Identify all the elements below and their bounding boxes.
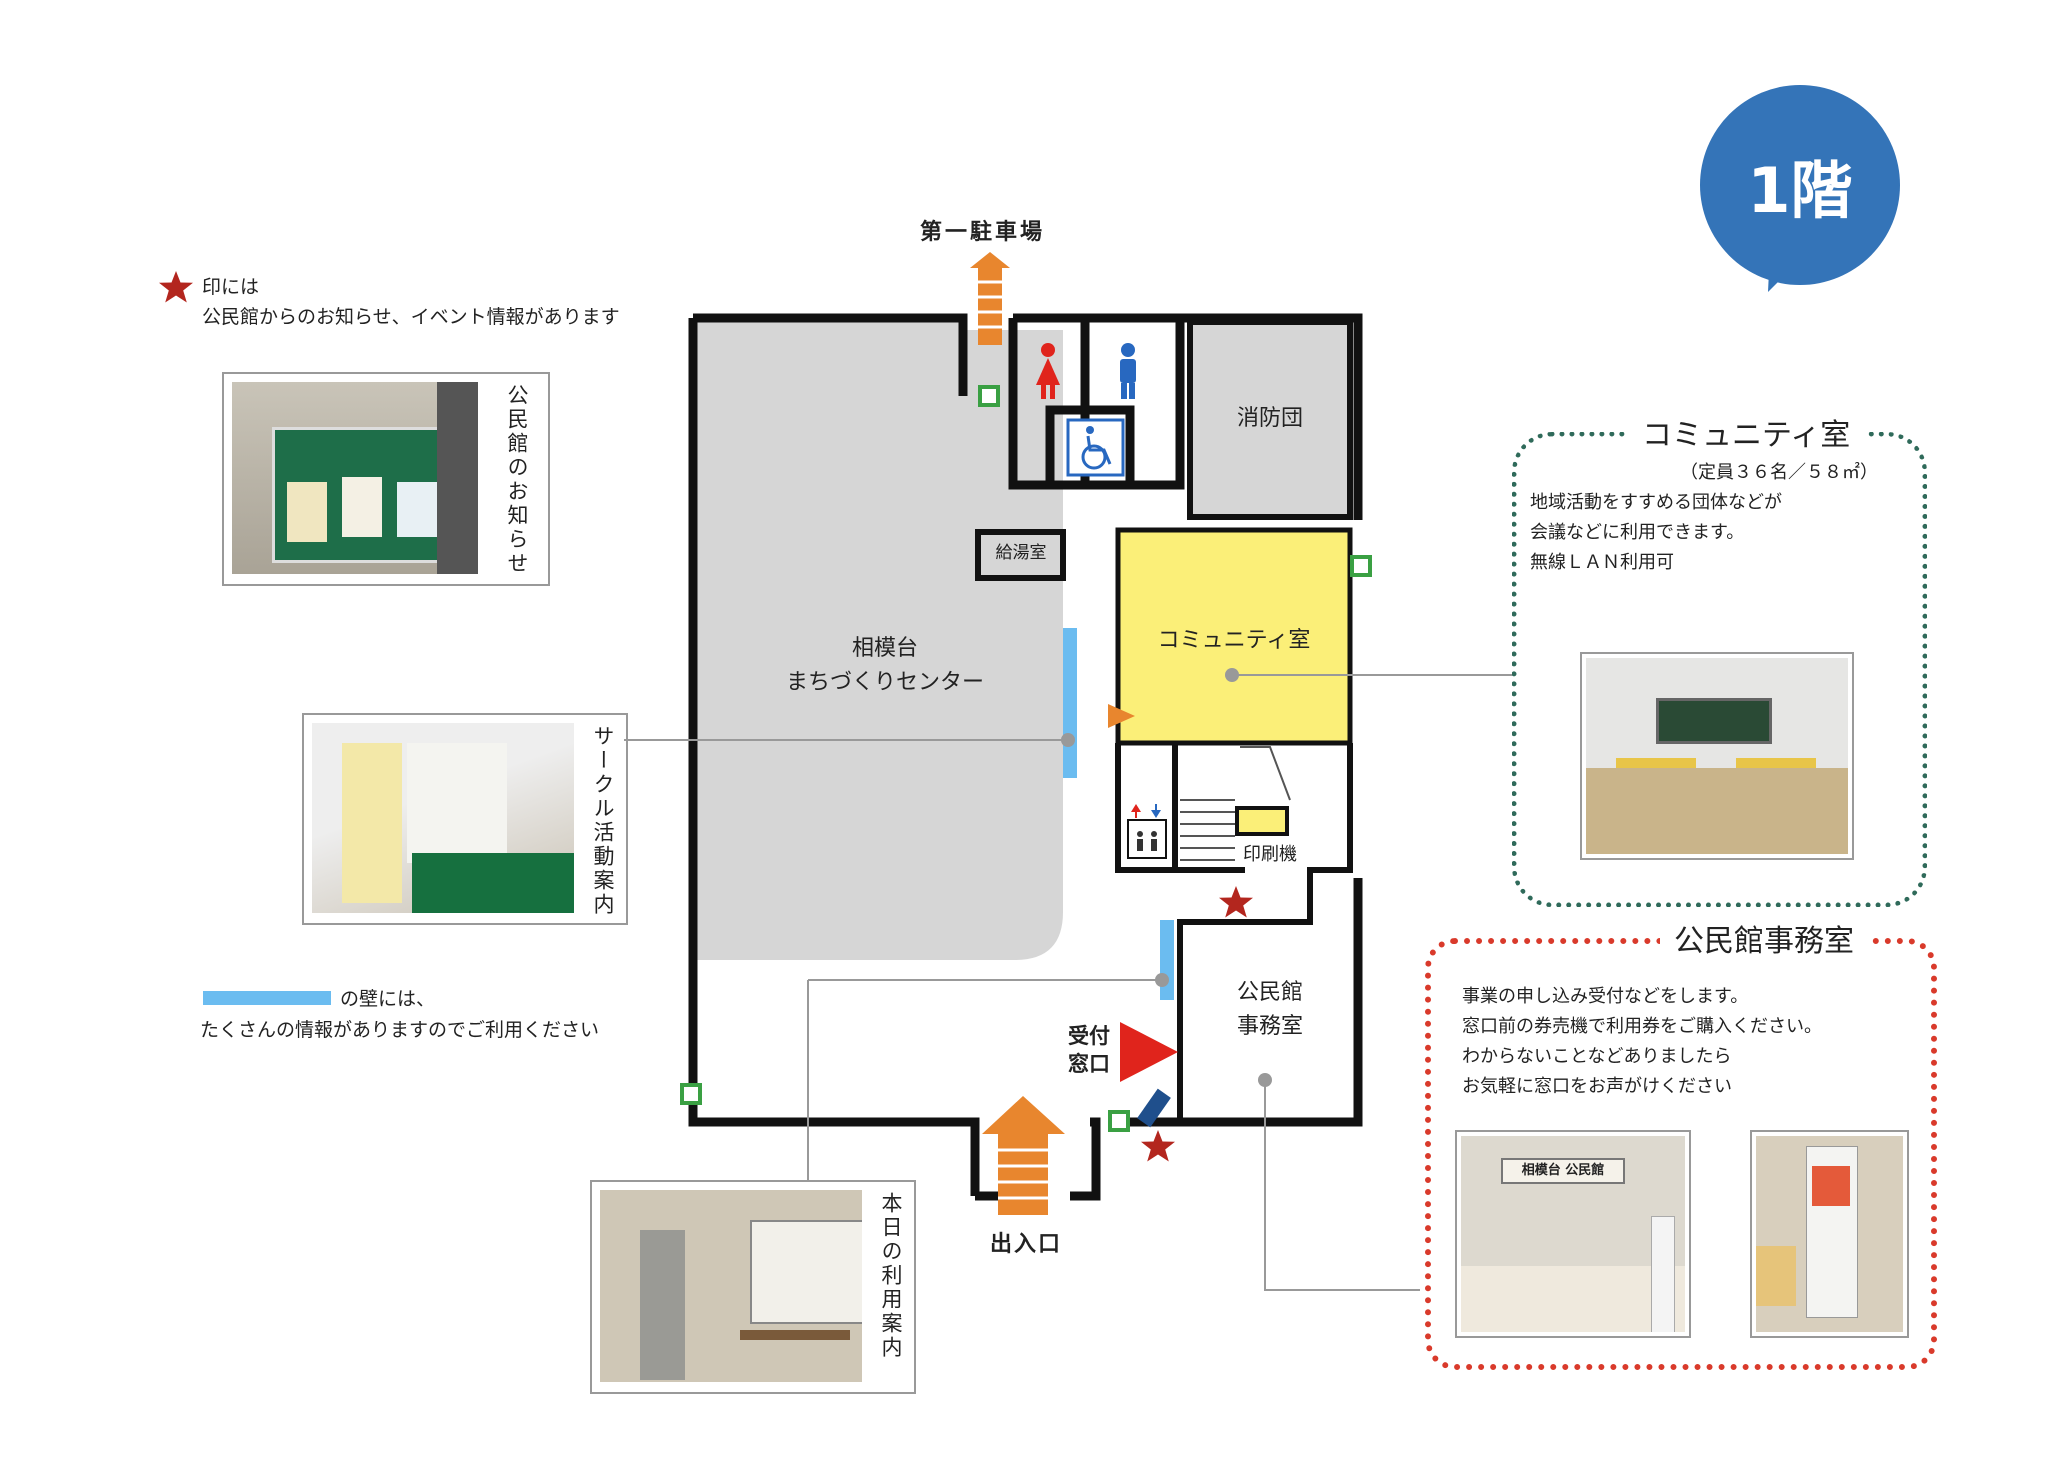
machizukuri-center-room	[693, 318, 1063, 960]
walls	[688, 313, 1363, 1201]
reception-arrow	[1120, 1022, 1178, 1082]
info-wall-center	[1063, 628, 1077, 778]
legend-star-line1: 印には	[202, 276, 260, 298]
kyutou-label: 給湯室	[995, 543, 1047, 563]
stairs	[1180, 746, 1291, 861]
entrance-arrow	[982, 1096, 1065, 1215]
printer-label: 印刷機	[1243, 844, 1297, 865]
ticket-machine-photo-card	[1750, 1130, 1909, 1338]
office-desc: 事業の申し込み受付などをします。 窓口前の券売機で利用券をご購入ください。 わか…	[1462, 986, 1822, 1097]
community-desc: 地域活動をすすめる団体などが 会議などに利用できます。 無線ＬＡＮ利用可	[1530, 492, 1782, 573]
reception-label: 受付窓口	[1068, 1024, 1110, 1076]
connector-lines	[624, 674, 1512, 1291]
community-capacity: （定員３６名／５８㎡）	[1680, 462, 1878, 483]
male-toilet-icon	[1120, 343, 1136, 399]
community-photo	[1586, 658, 1848, 854]
fire-room	[1190, 322, 1350, 517]
exit-sign-icons	[680, 385, 1372, 1132]
badge-tail	[1768, 250, 1810, 292]
community-photo-card	[1580, 652, 1854, 860]
parking-label: 第一駐車場	[920, 220, 1046, 245]
machizukuri-center-label: 相模台まちづくりセンター	[785, 636, 984, 695]
elevator-icon	[1127, 804, 1167, 859]
office-sign: 相模台 公民館	[1501, 1158, 1625, 1184]
entrance-label: 出入口	[990, 1232, 1063, 1257]
star-icon-entrance	[1141, 1130, 1175, 1162]
notices-photo-card: 公民館のお知らせ	[222, 372, 550, 586]
printer-box	[1235, 806, 1289, 836]
today-caption: 本日の利用案内	[879, 1192, 903, 1360]
office-info-title: 公民館事務室	[1660, 916, 1868, 960]
notices-caption: 公民館のお知らせ	[505, 384, 529, 576]
office-room-label: 公民館事務室	[1236, 980, 1303, 1039]
info-wall-swatch	[203, 991, 331, 1005]
info-wall-office	[1160, 920, 1174, 1000]
legend-wall-line1: の壁には、	[340, 988, 436, 1010]
today-photo-card: 本日の利用案内	[590, 1180, 916, 1394]
female-toilet-icon	[1036, 343, 1060, 399]
connector-dots	[1061, 668, 1272, 1087]
circles-photo-card: サークル活動案内	[302, 713, 628, 925]
community-door-marker	[1108, 704, 1135, 728]
ticket-machine-photo	[1756, 1136, 1903, 1332]
circles-photo	[312, 723, 574, 913]
circles-caption: サークル活動案内	[591, 725, 615, 917]
wheelchair-icon	[1066, 418, 1125, 477]
notices-photo	[232, 382, 478, 574]
office-photo-card: 相模台 公民館	[1455, 1130, 1691, 1338]
office-photo: 相模台 公民館	[1461, 1136, 1685, 1332]
ticket-machine	[1137, 1088, 1171, 1128]
community-info-title: コミュニティ室	[1628, 410, 1865, 454]
star-icon	[159, 271, 193, 303]
fire-room-label: 消防団	[1236, 406, 1303, 431]
star-icon-printer	[1219, 886, 1253, 918]
legend-wall-line2: たくさんの情報がありますのでご利用ください	[200, 1019, 600, 1041]
legend-star-line2: 公民館からのお知らせ、イベント情報があります	[202, 306, 620, 328]
today-photo	[600, 1190, 862, 1382]
community-room-label: コミュニティ室	[1157, 628, 1311, 653]
community-room	[1118, 530, 1350, 743]
